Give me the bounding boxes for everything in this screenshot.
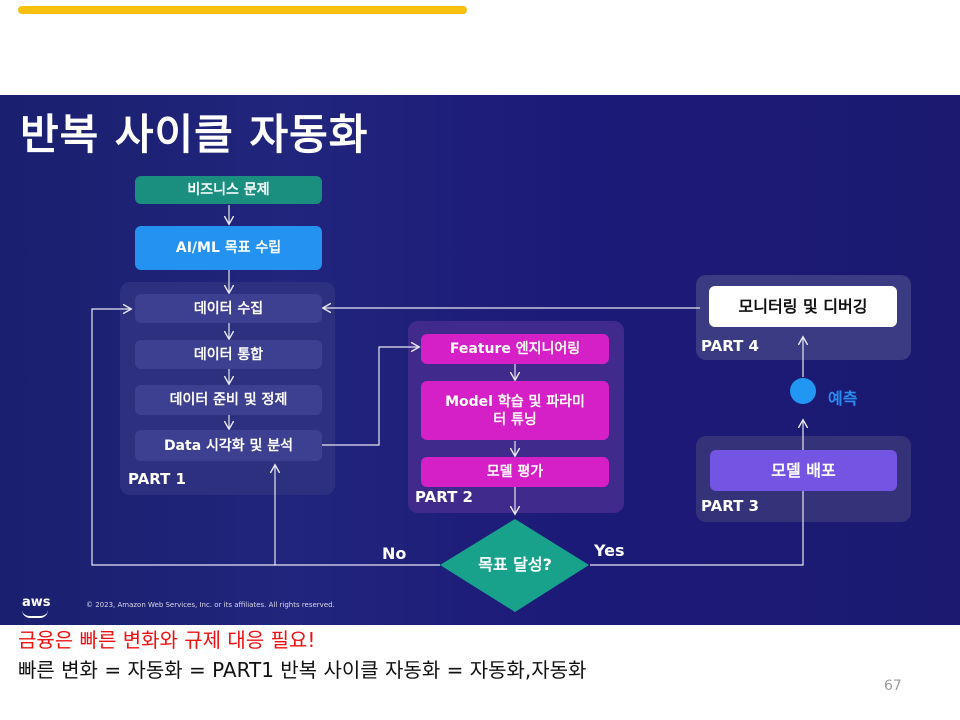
node-model-training: Model 학습 및 파라미터 튜닝 bbox=[421, 381, 609, 440]
part4-label: PART 4 bbox=[701, 337, 759, 355]
part3-label: PART 3 bbox=[701, 497, 759, 515]
goal-decision-diamond bbox=[440, 519, 589, 612]
node-aiml-goal: AI/ML 목표 수립 bbox=[135, 226, 322, 270]
note-line-1: 금융은 빠른 변화와 규제 대응 필요! bbox=[18, 628, 316, 652]
flow-connectors bbox=[91, 205, 960, 612]
aws-smile-icon bbox=[22, 610, 48, 618]
page-number: 67 bbox=[884, 678, 902, 694]
node-business-problem: 비즈니스 문제 bbox=[135, 176, 322, 204]
part1-label: PART 1 bbox=[128, 470, 186, 488]
slide: 반복 사이클 자동화 비즈니스 문제 AI/ML 목표 수 bbox=[0, 95, 960, 625]
node-data-integrate: 데이터 통합 bbox=[135, 340, 322, 369]
node-data-viz: Data 시각화 및 분석 bbox=[135, 430, 322, 461]
predict-label: 예측 bbox=[828, 389, 858, 408]
node-goal-met: 목표 달성? bbox=[478, 555, 552, 574]
node-feature-engineering: Feature 엔지니어링 bbox=[421, 334, 609, 364]
node-data-prep: 데이터 준비 및 정제 bbox=[135, 385, 322, 415]
part2-label: PART 2 bbox=[415, 488, 473, 506]
copyright: © 2023, Amazon Web Services, Inc. or its… bbox=[86, 601, 335, 609]
node-model-eval: 모델 평가 bbox=[421, 457, 609, 487]
note-line-2: 빠른 변화 = 자동화 = PART1 반복 사이클 자동화 = 자동화,자동화 bbox=[18, 658, 587, 682]
node-data-collect: 데이터 수집 bbox=[135, 294, 322, 323]
predict-dot bbox=[790, 378, 816, 404]
slide-title: 반복 사이클 자동화 bbox=[20, 110, 369, 159]
node-monitoring: 모니터링 및 디버깅 bbox=[709, 286, 897, 327]
aws-logo: aws bbox=[22, 595, 51, 610]
edge-label-yes: Yes bbox=[594, 541, 625, 560]
accent-bar bbox=[18, 6, 467, 14]
node-model-deploy: 모델 배포 bbox=[710, 450, 897, 491]
edge-label-no: No bbox=[382, 544, 407, 563]
